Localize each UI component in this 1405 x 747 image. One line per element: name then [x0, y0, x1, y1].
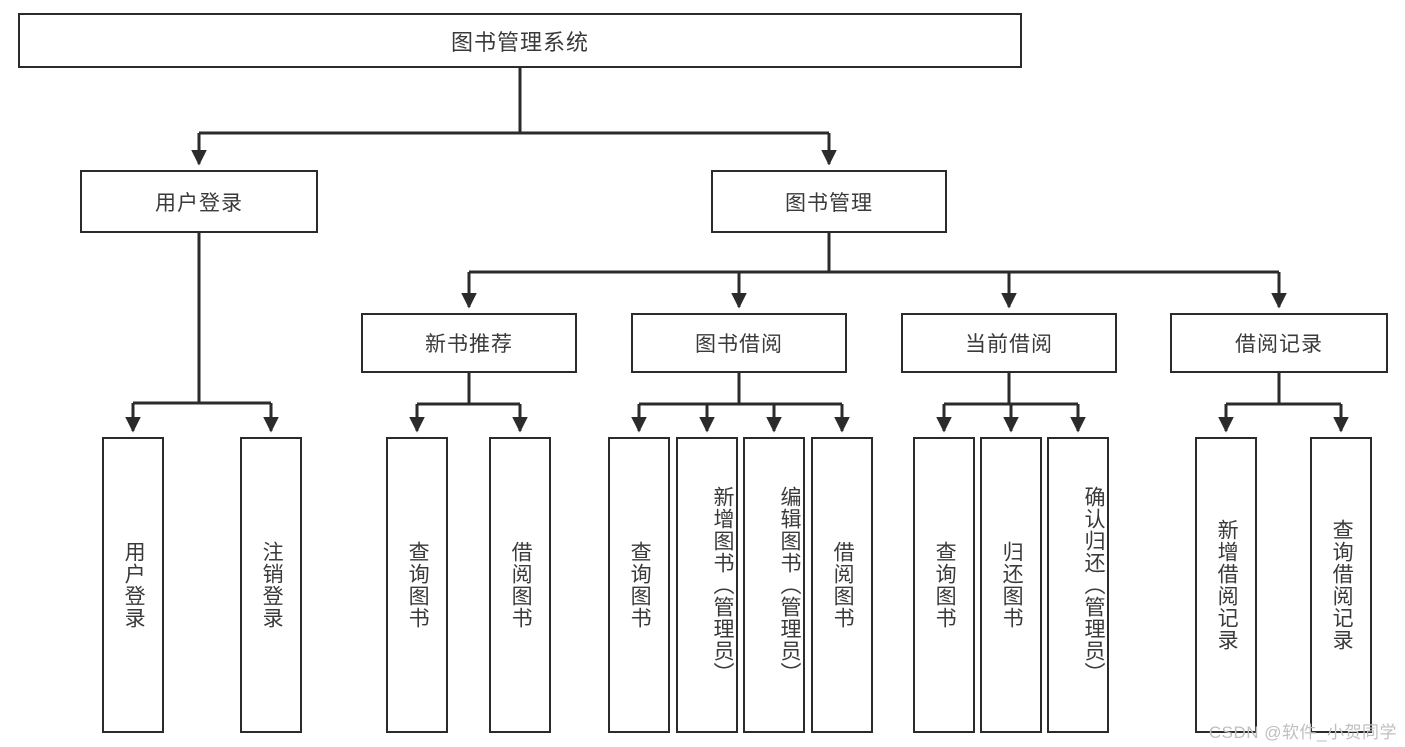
node-book-borrowing[interactable]: 图书借阅 — [631, 313, 847, 373]
node-current-borrowing[interactable]: 当前借阅 — [901, 313, 1117, 373]
node-root-system[interactable]: 图书管理系统 — [18, 13, 1022, 68]
node-new-book-recommendation[interactable]: 新书推荐 — [361, 313, 577, 373]
csdn-watermark: CSDN @软件_小贺同学 — [1208, 723, 1397, 742]
leaf-book-borrow-query-books[interactable]: 查询图书 — [608, 437, 670, 733]
leaf-new-book-query-books[interactable]: 查询图书 — [386, 437, 448, 733]
leaf-user-login-signout[interactable]: 注销登录 — [240, 437, 302, 733]
leaf-book-borrow-borrow-books[interactable]: 借阅图书 — [811, 437, 873, 733]
leaf-current-borrow-query-books[interactable]: 查询图书 — [913, 437, 975, 733]
leaf-borrow-record-add-record[interactable]: 新增借阅记录 — [1195, 437, 1257, 733]
leaf-new-book-borrow-books[interactable]: 借阅图书 — [489, 437, 551, 733]
leaf-borrow-record-query-record[interactable]: 查询借阅记录 — [1310, 437, 1372, 733]
node-borrow-record[interactable]: 借阅记录 — [1170, 313, 1388, 373]
node-user-login[interactable]: 用户登录 — [80, 170, 318, 233]
leaf-user-login-signin[interactable]: 用户登录 — [102, 437, 164, 733]
leaf-current-borrow-return-books[interactable]: 归还图书 — [980, 437, 1042, 733]
leaf-book-borrow-add-book-admin[interactable]: 新增图书（管理员） — [676, 437, 738, 733]
node-book-management[interactable]: 图书管理 — [711, 170, 947, 233]
leaf-current-borrow-confirm-return-admin[interactable]: 确认归还（管理员） — [1047, 437, 1109, 733]
leaf-book-borrow-edit-book-admin[interactable]: 编辑图书（管理员） — [743, 437, 805, 733]
